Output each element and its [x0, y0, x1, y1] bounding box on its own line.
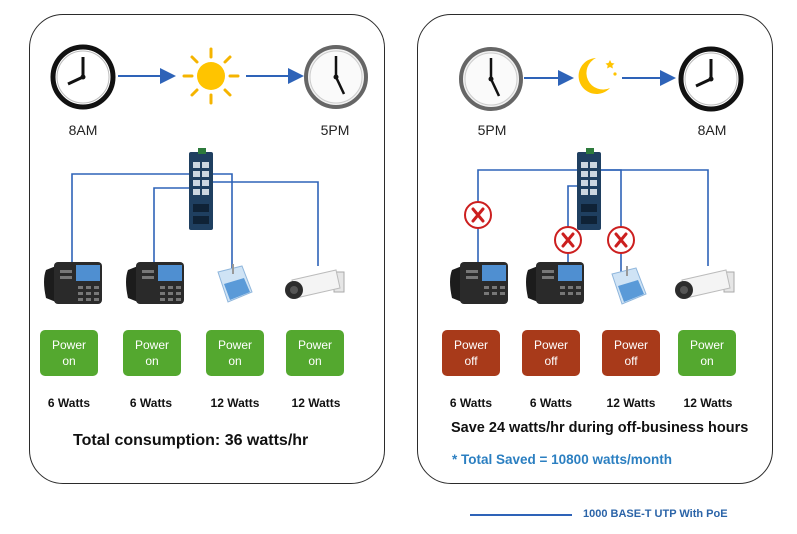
- start-time-label: 5PM: [477, 122, 507, 138]
- watts-label: 6 Watts: [129, 396, 173, 410]
- access-point-icon: [217, 264, 253, 303]
- nighttime-panel: [417, 14, 773, 484]
- camera-icon: [285, 269, 345, 299]
- watts-label: 12 Watts: [683, 396, 733, 410]
- daytime-panel: [29, 14, 385, 484]
- disconnect-x-icon: [464, 201, 492, 229]
- ip-phone-icon: [126, 262, 184, 304]
- end-time-label: 8AM: [697, 122, 727, 138]
- watts-label: 6 Watts: [449, 396, 493, 410]
- poe-switch-icon: [189, 148, 213, 230]
- watts-label: 6 Watts: [47, 396, 91, 410]
- poe-switch-icon: [577, 148, 601, 230]
- ip-phone-icon: [526, 262, 584, 304]
- start-time-label: 8AM: [68, 122, 98, 138]
- disconnect-x-icon: [607, 226, 635, 254]
- clock-icon: [304, 45, 368, 109]
- camera-icon: [675, 269, 735, 299]
- ip-phone-icon: [450, 262, 508, 304]
- ip-phone-icon: [44, 262, 102, 304]
- total-consumption-text: Total consumption: 36 watts/hr: [73, 432, 309, 449]
- total-saved-text: * Total Saved = 10800 watts/month: [452, 452, 672, 467]
- savings-summary-text: Save 24 watts/hr during off-business hou…: [451, 420, 749, 436]
- clock-icon: [678, 46, 744, 112]
- watts-label: 12 Watts: [606, 396, 656, 410]
- watts-label: 12 Watts: [210, 396, 260, 410]
- watts-label: 6 Watts: [529, 396, 573, 410]
- access-point-icon: [611, 266, 647, 305]
- sun-icon: [182, 47, 240, 105]
- end-time-label: 5PM: [320, 122, 350, 138]
- legend-label: 1000 BASE-T UTP With PoE: [583, 508, 728, 520]
- disconnect-x-icon: [554, 226, 582, 254]
- clock-icon: [50, 44, 116, 110]
- clock-icon: [459, 47, 523, 111]
- moon-icon: [578, 58, 617, 94]
- watts-label: 12 Watts: [291, 396, 341, 410]
